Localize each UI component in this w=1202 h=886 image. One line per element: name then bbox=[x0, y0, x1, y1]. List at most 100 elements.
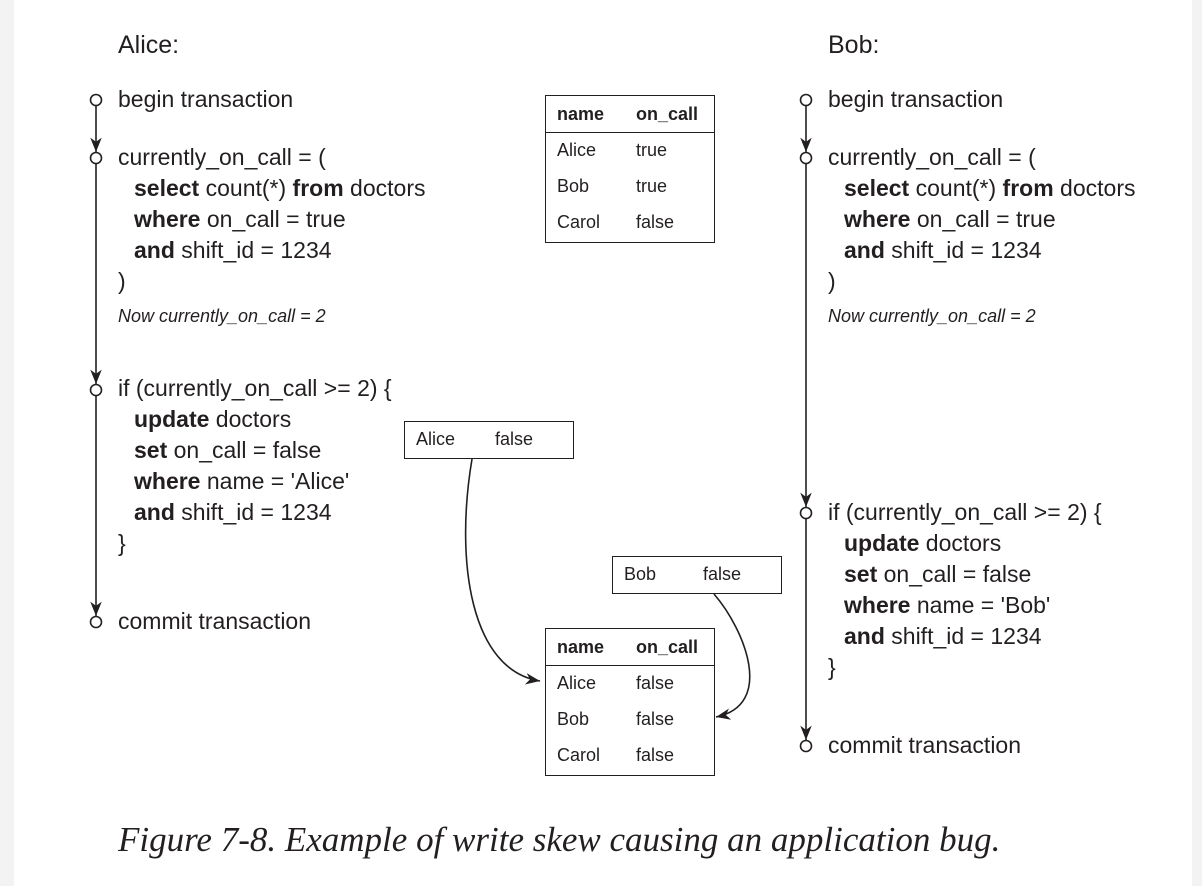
keyword-update: update bbox=[844, 530, 920, 556]
bob-query-node bbox=[799, 151, 813, 165]
keyword-and: and bbox=[134, 499, 175, 525]
alice-write-box: Alice false bbox=[404, 421, 574, 459]
keyword-where: where bbox=[134, 468, 201, 494]
column-header-name: name bbox=[557, 104, 605, 124]
keyword-set: set bbox=[134, 437, 168, 463]
update-text: doctors bbox=[209, 406, 292, 432]
bob-update-line: update doctors bbox=[844, 528, 1001, 559]
bob-begin-node bbox=[799, 93, 813, 107]
table-cell: Bob bbox=[557, 709, 590, 729]
write-row-value: false bbox=[703, 564, 742, 584]
bob-if-line: if (currently_on_call >= 2) { bbox=[828, 499, 1102, 525]
set-text: on_call = false bbox=[167, 437, 322, 463]
right-margin bbox=[1192, 0, 1202, 886]
alice-update-line: update doctors bbox=[134, 404, 291, 435]
keyword-and: and bbox=[134, 237, 175, 263]
where-text: on_call = true bbox=[200, 206, 346, 232]
table-cell: false bbox=[636, 745, 675, 765]
alice-note: Now currently_on_call = 2 bbox=[118, 306, 326, 326]
keyword-from: from bbox=[1002, 175, 1054, 201]
alice-where2-line: where name = 'Alice' bbox=[134, 466, 349, 497]
keyword-and: and bbox=[844, 237, 885, 263]
table-header: name on_call bbox=[546, 629, 714, 666]
alice-and2-line: and shift_id = 1234 bbox=[134, 497, 332, 528]
write-row-name: Bob bbox=[624, 564, 657, 584]
bob-if-close: } bbox=[828, 654, 836, 680]
keyword-set: set bbox=[844, 561, 878, 587]
table-cell: Carol bbox=[557, 212, 601, 232]
table-cell: Carol bbox=[557, 745, 601, 765]
keyword-select: select bbox=[134, 175, 200, 201]
and-text: shift_id = 1234 bbox=[174, 237, 332, 263]
bob-set-line: set on_call = false bbox=[844, 559, 1031, 590]
alice-heading: Alice: bbox=[118, 31, 180, 59]
table-cell: true bbox=[636, 140, 668, 160]
doctors-table-after: name on_call Alice false Bob false Carol… bbox=[545, 628, 715, 776]
figure-caption: Figure 7-8. Example of write skew causin… bbox=[118, 820, 1001, 859]
left-margin bbox=[0, 0, 14, 886]
keyword-where: where bbox=[844, 206, 911, 232]
select-text: count(*) bbox=[909, 175, 1003, 201]
alice-where-line: where on_call = true bbox=[134, 204, 346, 235]
bob-where-line: where on_call = true bbox=[844, 204, 1056, 235]
update-text: doctors bbox=[919, 530, 1002, 556]
column-header-name: name bbox=[557, 637, 605, 657]
alice-if-close: } bbox=[118, 530, 126, 556]
select-text: count(*) bbox=[199, 175, 293, 201]
alice-timeline bbox=[89, 93, 103, 629]
where-text: name = 'Bob' bbox=[910, 592, 1051, 618]
alice-write-arrow bbox=[464, 458, 541, 685]
alice-if-node bbox=[89, 383, 103, 397]
bob-and-line: and shift_id = 1234 bbox=[844, 235, 1042, 266]
and-text: shift_id = 1234 bbox=[884, 237, 1042, 263]
keyword-from: from bbox=[292, 175, 344, 201]
alice-query-open: currently_on_call = ( bbox=[118, 144, 326, 170]
table-cell: true bbox=[636, 176, 668, 196]
bob-commit: commit transaction bbox=[828, 732, 1022, 758]
table-cell: Alice bbox=[557, 673, 597, 693]
bob-write-arrow bbox=[713, 593, 751, 720]
alice-begin: begin transaction bbox=[118, 86, 294, 112]
set-text: on_call = false bbox=[877, 561, 1032, 587]
and-text: shift_id = 1234 bbox=[884, 623, 1042, 649]
alice-if-line: if (currently_on_call >= 2) { bbox=[118, 375, 392, 401]
write-row-name: Alice bbox=[416, 429, 456, 449]
alice-begin-node bbox=[89, 93, 103, 107]
bob-where2-line: where name = 'Bob' bbox=[844, 590, 1050, 621]
alice-set-line: set on_call = false bbox=[134, 435, 321, 466]
column-header-on-call: on_call bbox=[636, 104, 699, 124]
where-text: on_call = true bbox=[910, 206, 1056, 232]
column-header-on-call: on_call bbox=[636, 637, 699, 657]
bob-query-close: ) bbox=[828, 268, 836, 294]
alice-query-node bbox=[89, 151, 103, 165]
bob-note: Now currently_on_call = 2 bbox=[828, 306, 1036, 326]
alice-select-line: select count(*) from doctors bbox=[134, 173, 426, 204]
from-text: doctors bbox=[343, 175, 426, 201]
alice-query-close: ) bbox=[118, 268, 126, 294]
write-row-value: false bbox=[495, 429, 534, 449]
bob-query-open: currently_on_call = ( bbox=[828, 144, 1036, 170]
bob-commit-node bbox=[799, 739, 813, 753]
alice-and-line: and shift_id = 1234 bbox=[134, 235, 332, 266]
bob-and2-line: and shift_id = 1234 bbox=[844, 621, 1042, 652]
keyword-select: select bbox=[844, 175, 910, 201]
doctors-table-before: name on_call Alice true Bob true Carol f… bbox=[545, 95, 715, 243]
and-text: shift_id = 1234 bbox=[174, 499, 332, 525]
keyword-where: where bbox=[134, 206, 201, 232]
table-cell: false bbox=[636, 673, 675, 693]
table-cell: Bob bbox=[557, 176, 590, 196]
keyword-and: and bbox=[844, 623, 885, 649]
keyword-update: update bbox=[134, 406, 210, 432]
bob-heading: Bob: bbox=[828, 31, 880, 59]
bob-write-box: Bob false bbox=[612, 556, 782, 594]
alice-commit-node bbox=[89, 615, 103, 629]
from-text: doctors bbox=[1053, 175, 1136, 201]
bob-select-line: select count(*) from doctors bbox=[844, 173, 1136, 204]
alice-commit: commit transaction bbox=[118, 608, 312, 634]
bob-timeline bbox=[799, 93, 813, 753]
bob-begin: begin transaction bbox=[828, 86, 1004, 112]
table-cell: Alice bbox=[557, 140, 597, 160]
bob-if-node bbox=[799, 506, 813, 520]
